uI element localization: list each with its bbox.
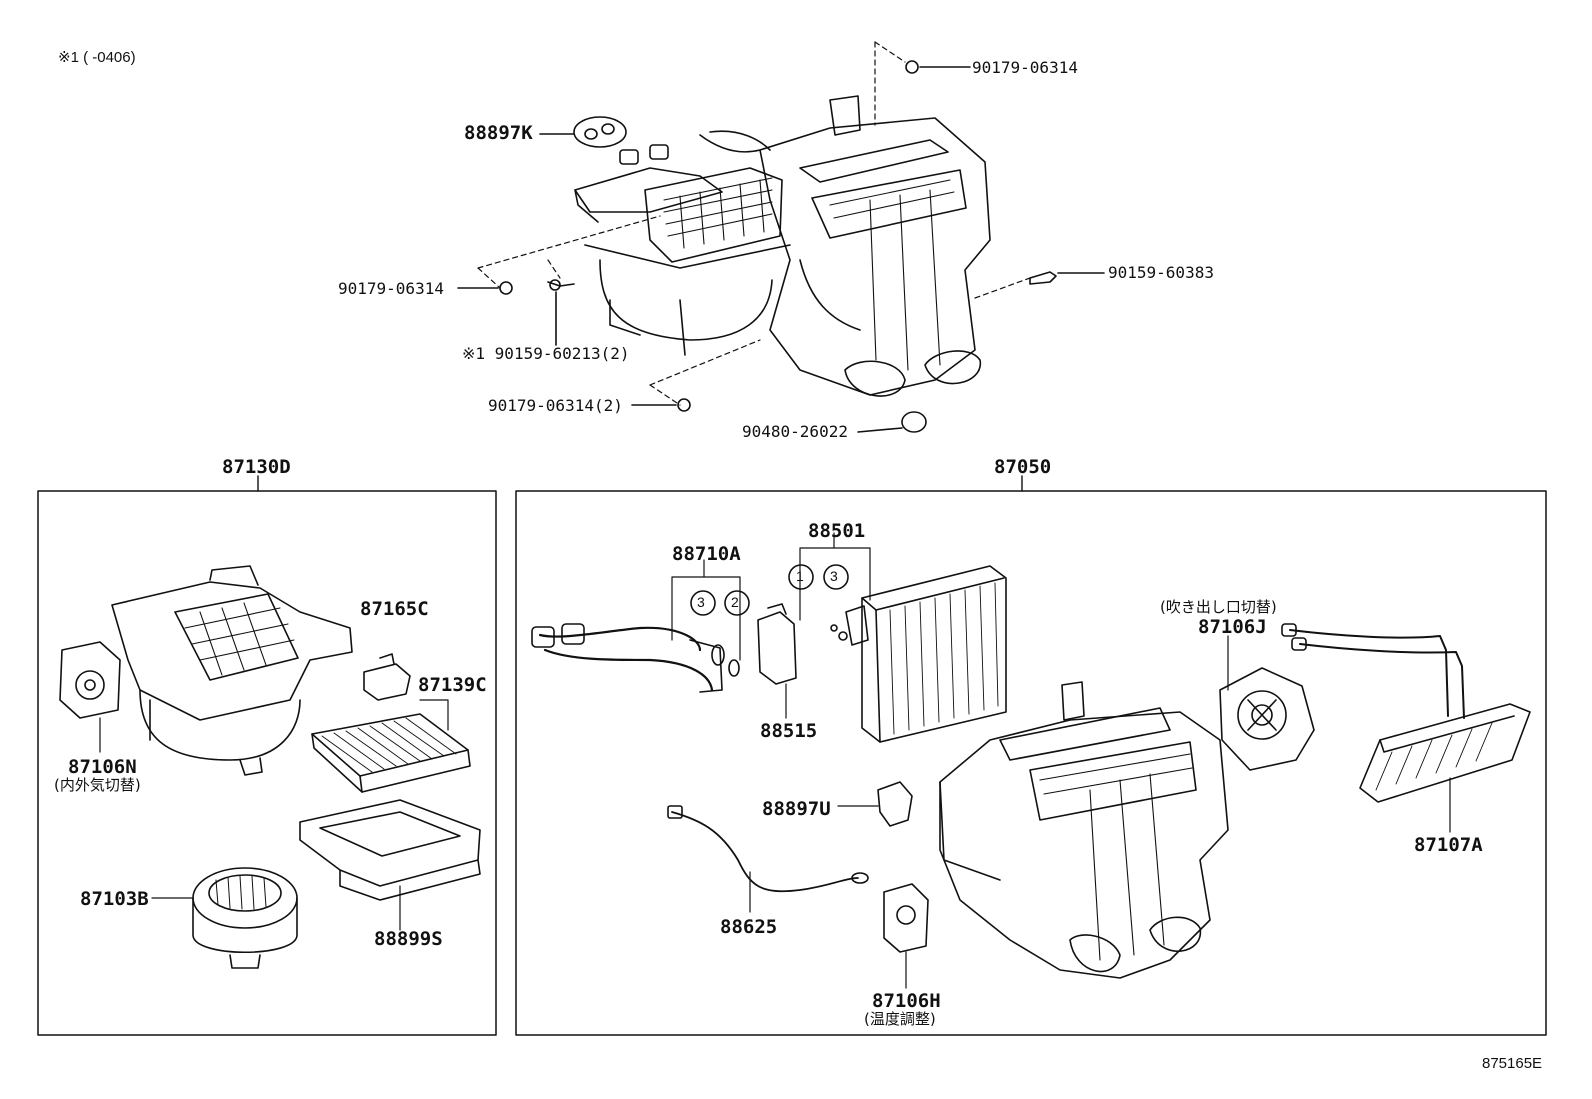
label-88625: 88625 <box>720 916 778 938</box>
label-88515: 88515 <box>760 720 818 742</box>
label-88710A: 88710A <box>672 543 741 565</box>
label-87106J: 87106J <box>1198 616 1267 638</box>
label-87103B: 87103B <box>80 888 149 910</box>
callout-circle-1 <box>788 564 814 590</box>
label-90179-06314-left: 90179-06314 <box>338 279 444 298</box>
callout-circle-3a <box>690 590 716 616</box>
label-88897U: 88897U <box>762 798 831 820</box>
label-90480-26022: 90480-26022 <box>742 422 848 441</box>
label-90179-06314-x2: 90179-06314(2) <box>488 396 623 415</box>
label-87106J-note: (吹き出し口切替) <box>1160 598 1277 616</box>
label-87107A: 87107A <box>1414 834 1483 856</box>
figure-code: 875165E <box>1482 1055 1543 1072</box>
label-87106H-note: (温度調整) <box>864 1010 936 1028</box>
label-87106N-note: (内外気切替) <box>54 776 141 794</box>
blower-unit-87130D-drawing <box>59 565 481 969</box>
label-88899S: 88899S <box>374 928 443 950</box>
heater-case-87050-drawing <box>531 532 1531 989</box>
label-87139C: 87139C <box>418 674 487 696</box>
label-90159-60383: 90159-60383 <box>1108 263 1214 282</box>
label-90159-60213: ※1 90159-60213(2) <box>462 344 630 363</box>
assembly-label-87130D: 87130D <box>222 456 291 478</box>
label-87106H: 87106H <box>872 990 941 1012</box>
label-88897K: 88897K <box>464 122 533 144</box>
circle-number-3b: 3 <box>830 568 838 584</box>
callout-circle-2 <box>724 590 750 616</box>
circle-number-2: 2 <box>731 594 739 610</box>
assembly-box-87130D <box>37 490 497 1036</box>
assembly-label-87050: 87050 <box>994 456 1052 478</box>
label-87165C: 87165C <box>360 598 429 620</box>
circle-number-1: 1 <box>796 568 804 584</box>
circle-number-3a: 3 <box>697 594 705 610</box>
callout-circle-3b <box>823 564 849 590</box>
label-90179-06314-top: 90179-06314 <box>972 58 1078 77</box>
assembly-box-87050 <box>515 490 1547 1036</box>
top-hvac-assembly-drawing <box>457 41 1105 433</box>
label-87106N: 87106N <box>68 756 137 778</box>
footnote-note: ※1 ( -0406) <box>58 49 136 66</box>
label-88501: 88501 <box>808 520 866 542</box>
